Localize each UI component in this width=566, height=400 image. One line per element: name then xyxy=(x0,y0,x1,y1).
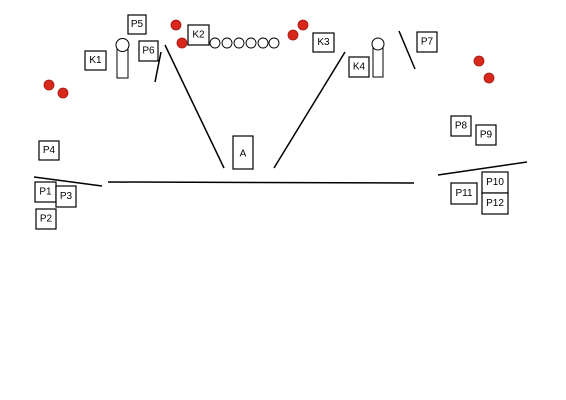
box-p11-label: P11 xyxy=(455,188,472,199)
box-p6: P6 xyxy=(138,40,159,62)
red-dot xyxy=(287,29,299,41)
box-p10-label: P10 xyxy=(486,177,504,188)
box-k1-label: K1 xyxy=(89,55,102,66)
box-p1: P1 xyxy=(34,181,57,203)
open-circle xyxy=(257,37,269,49)
red-dot xyxy=(297,19,309,31)
open-circle xyxy=(221,37,233,49)
stage-front-line xyxy=(107,181,415,184)
red-dots xyxy=(43,19,495,99)
box-p12-label: P12 xyxy=(486,198,504,209)
box-p8-label: P8 xyxy=(455,121,468,132)
box-p7-label: P7 xyxy=(421,37,434,48)
left-diagonal-wall xyxy=(164,44,225,169)
box-p9-label: P9 xyxy=(480,130,493,141)
right-short-wall xyxy=(437,161,528,176)
p7-side-line xyxy=(398,30,416,70)
box-p6-label: P6 xyxy=(142,46,155,57)
open-circle xyxy=(245,37,257,49)
box-p11: P11 xyxy=(450,182,478,205)
open-circle xyxy=(233,37,245,49)
box-p8: P8 xyxy=(450,115,472,137)
box-p9: P9 xyxy=(475,124,497,146)
walls xyxy=(33,30,528,187)
open-circles-row xyxy=(209,37,280,49)
box-k2-label: K2 xyxy=(192,30,205,41)
left-short-wall xyxy=(33,176,103,187)
box-p5-label: P5 xyxy=(131,19,144,30)
box-p4-label: P4 xyxy=(43,145,56,156)
red-dot xyxy=(176,37,188,49)
box-p7: P7 xyxy=(416,31,438,53)
box-p3-label: P3 xyxy=(60,191,73,202)
red-dot xyxy=(483,72,495,84)
mic-stand-left xyxy=(115,38,130,79)
mic-stand-right xyxy=(371,37,385,78)
mic-stand-right-pole xyxy=(372,47,384,78)
open-circle xyxy=(209,37,221,49)
box-p2: P2 xyxy=(35,208,57,230)
box-p2-label: P2 xyxy=(40,214,53,225)
box-a: A xyxy=(232,135,254,170)
mic-stand-right-head xyxy=(371,37,385,51)
box-p1-label: P1 xyxy=(39,187,52,198)
box-a-label: A xyxy=(240,149,247,160)
box-p3: P3 xyxy=(55,185,77,208)
box-k3-label: K3 xyxy=(317,37,330,48)
red-dot xyxy=(43,79,55,91)
p6-side-line xyxy=(154,51,162,83)
red-dot xyxy=(57,87,69,99)
box-k2: K2 xyxy=(187,24,210,46)
mic-stand-left-pole xyxy=(116,48,129,79)
box-p10: P10 xyxy=(481,171,509,194)
box-p12: P12 xyxy=(481,192,509,215)
box-p5: P5 xyxy=(127,14,147,35)
open-circle xyxy=(268,37,280,49)
box-k1: K1 xyxy=(84,50,107,71)
box-p4: P4 xyxy=(38,140,60,161)
red-dot xyxy=(170,19,182,31)
red-dot xyxy=(473,55,485,67)
box-k4-label: K4 xyxy=(353,62,366,73)
right-diagonal-wall xyxy=(273,51,346,169)
mic-stand-left-head xyxy=(115,38,130,52)
box-k4: K4 xyxy=(348,56,370,78)
box-k3: K3 xyxy=(312,32,335,53)
